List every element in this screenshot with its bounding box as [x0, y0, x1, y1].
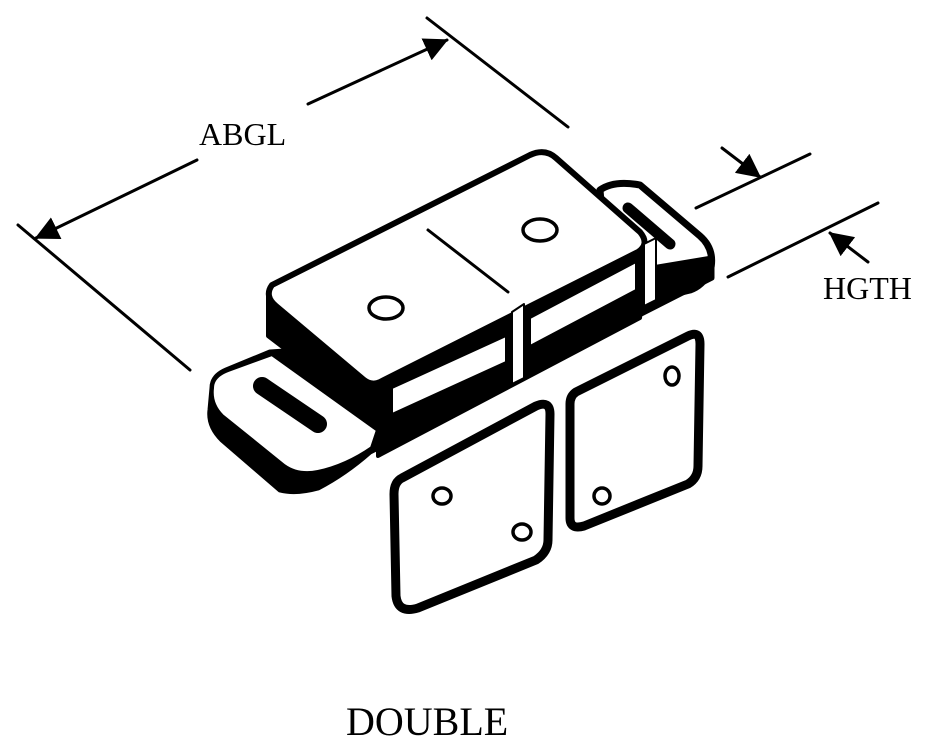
abgl-extension-line-right	[425, 16, 570, 129]
housing-center-seam	[426, 228, 510, 294]
hgth-extension-line-top	[694, 152, 812, 210]
housing-right-notch	[643, 237, 657, 307]
catch-body	[207, 149, 716, 495]
magnet-window-right	[529, 261, 637, 347]
hgth-dimension-arrow-bottom	[828, 231, 870, 264]
strike-plate-right-hole-top	[663, 365, 681, 387]
strike-plate-right-hole-bottom	[592, 486, 612, 506]
strike-plates	[389, 329, 705, 614]
magnet-window-left	[391, 335, 507, 415]
housing-center-notch	[511, 303, 525, 385]
height-dimension-label: HGTH	[823, 270, 912, 306]
abgl-dimension-arrow-right	[306, 38, 449, 106]
right-tab-slot	[622, 202, 676, 250]
left-tab-slot	[253, 377, 327, 433]
strike-plate-left	[389, 399, 555, 614]
dimension-lines	[16, 16, 880, 372]
housing-top-face	[265, 149, 648, 387]
hgth-extension-line-bottom	[726, 201, 880, 279]
screw-hole-right	[521, 217, 559, 243]
abgl-extension-line-left	[16, 223, 192, 372]
strike-plate-right	[565, 329, 705, 532]
abgl-dimension-arrow-left	[34, 158, 199, 240]
strike-plate-left-hole-top	[431, 486, 453, 506]
diagram-caption: DOUBLE	[346, 699, 509, 744]
hgth-dimension-arrow-top	[720, 146, 762, 179]
length-dimension-label: ABGL	[199, 116, 287, 152]
strike-plate-left-hole-bottom	[511, 522, 533, 542]
screw-hole-left	[367, 295, 405, 321]
